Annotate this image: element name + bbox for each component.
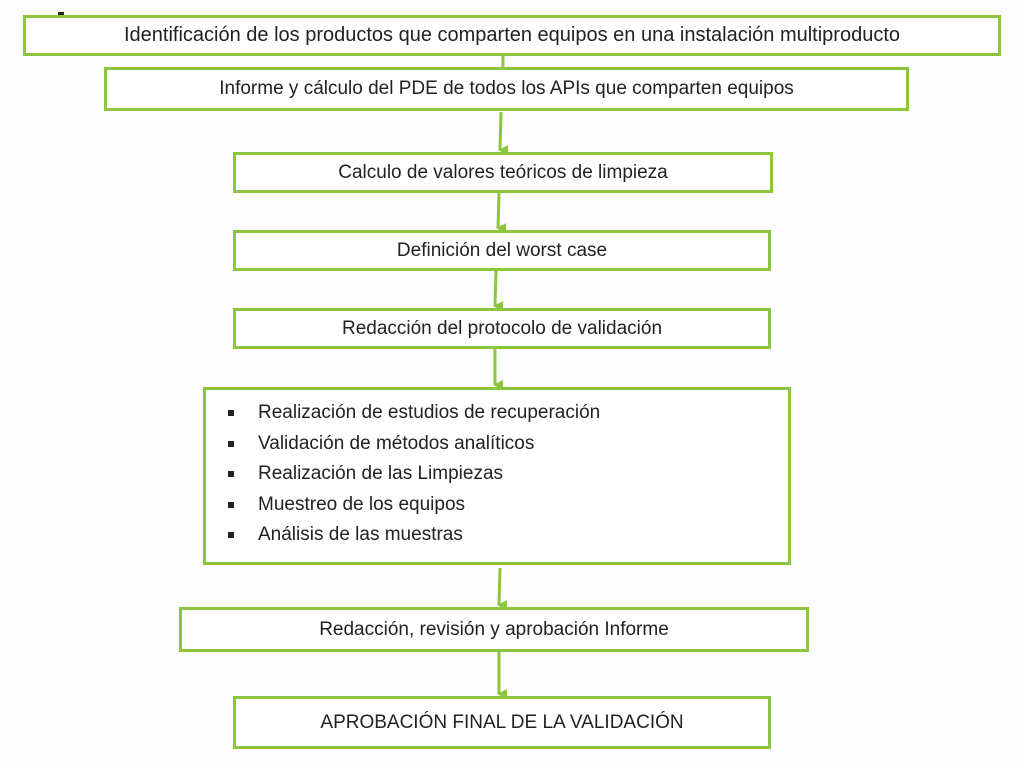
execution-list: Realización de estudios de recuperación … <box>228 398 600 551</box>
list-item: Análisis de las muestras <box>228 520 600 551</box>
step-label: Redacción, revisión y aprobación Informe <box>319 618 669 640</box>
list-item-label: Realización de las Limpiezas <box>258 463 504 485</box>
step-calculo-valores: Calculo de valores teóricos de limpieza <box>233 152 773 193</box>
list-item-label: Muestreo de los equipos <box>258 493 466 515</box>
arrow-6-7 <box>497 567 508 611</box>
step-protocolo: Redacción del protocolo de validación <box>233 308 771 349</box>
bullet-icon <box>228 440 234 447</box>
step-label: Informe y cálculo del PDE de todos los A… <box>219 78 794 99</box>
step-informe-final: Redacción, revisión y aprobación Informe <box>179 607 809 652</box>
bullet-icon <box>228 532 234 539</box>
step-ejecucion: Realización de estudios de recuperación … <box>203 387 791 565</box>
step-aprobacion-final: APROBACIÓN FINAL DE LA VALIDACIÓN <box>233 696 771 749</box>
list-item: Muestreo de los equipos <box>228 490 600 521</box>
list-item-label: Realización de estudios de recuperación <box>258 402 601 424</box>
bullet-icon <box>228 501 234 508</box>
step-informe-pde: Informe y cálculo del PDE de todos los A… <box>104 67 909 111</box>
bullet-icon <box>228 471 234 478</box>
step-worst-case: Definición del worst case <box>233 230 771 271</box>
step-identificacion: Identificación de los productos que comp… <box>23 15 1001 56</box>
stray-mark <box>58 12 64 15</box>
step-label: Definición del worst case <box>396 239 608 261</box>
step-label: APROBACIÓN FINAL DE LA VALIDACIÓN <box>320 711 684 733</box>
list-item-label: Validación de métodos analíticos <box>258 432 535 454</box>
arrow-4-5 <box>493 270 504 312</box>
arrow-2-3 <box>498 111 509 156</box>
list-item: Realización de las Limpiezas <box>228 459 600 490</box>
list-item: Realización de estudios de recuperación <box>228 398 600 429</box>
bullet-icon <box>228 410 234 417</box>
step-label: Calculo de valores teóricos de limpieza <box>338 161 668 183</box>
step-label: Identificación de los productos que comp… <box>123 24 901 46</box>
step-label: Redacción del protocolo de validación <box>341 317 663 339</box>
arrow-3-4 <box>496 192 507 234</box>
list-item: Validación de métodos analíticos <box>228 429 600 460</box>
list-item-label: Análisis de las muestras <box>258 524 463 546</box>
